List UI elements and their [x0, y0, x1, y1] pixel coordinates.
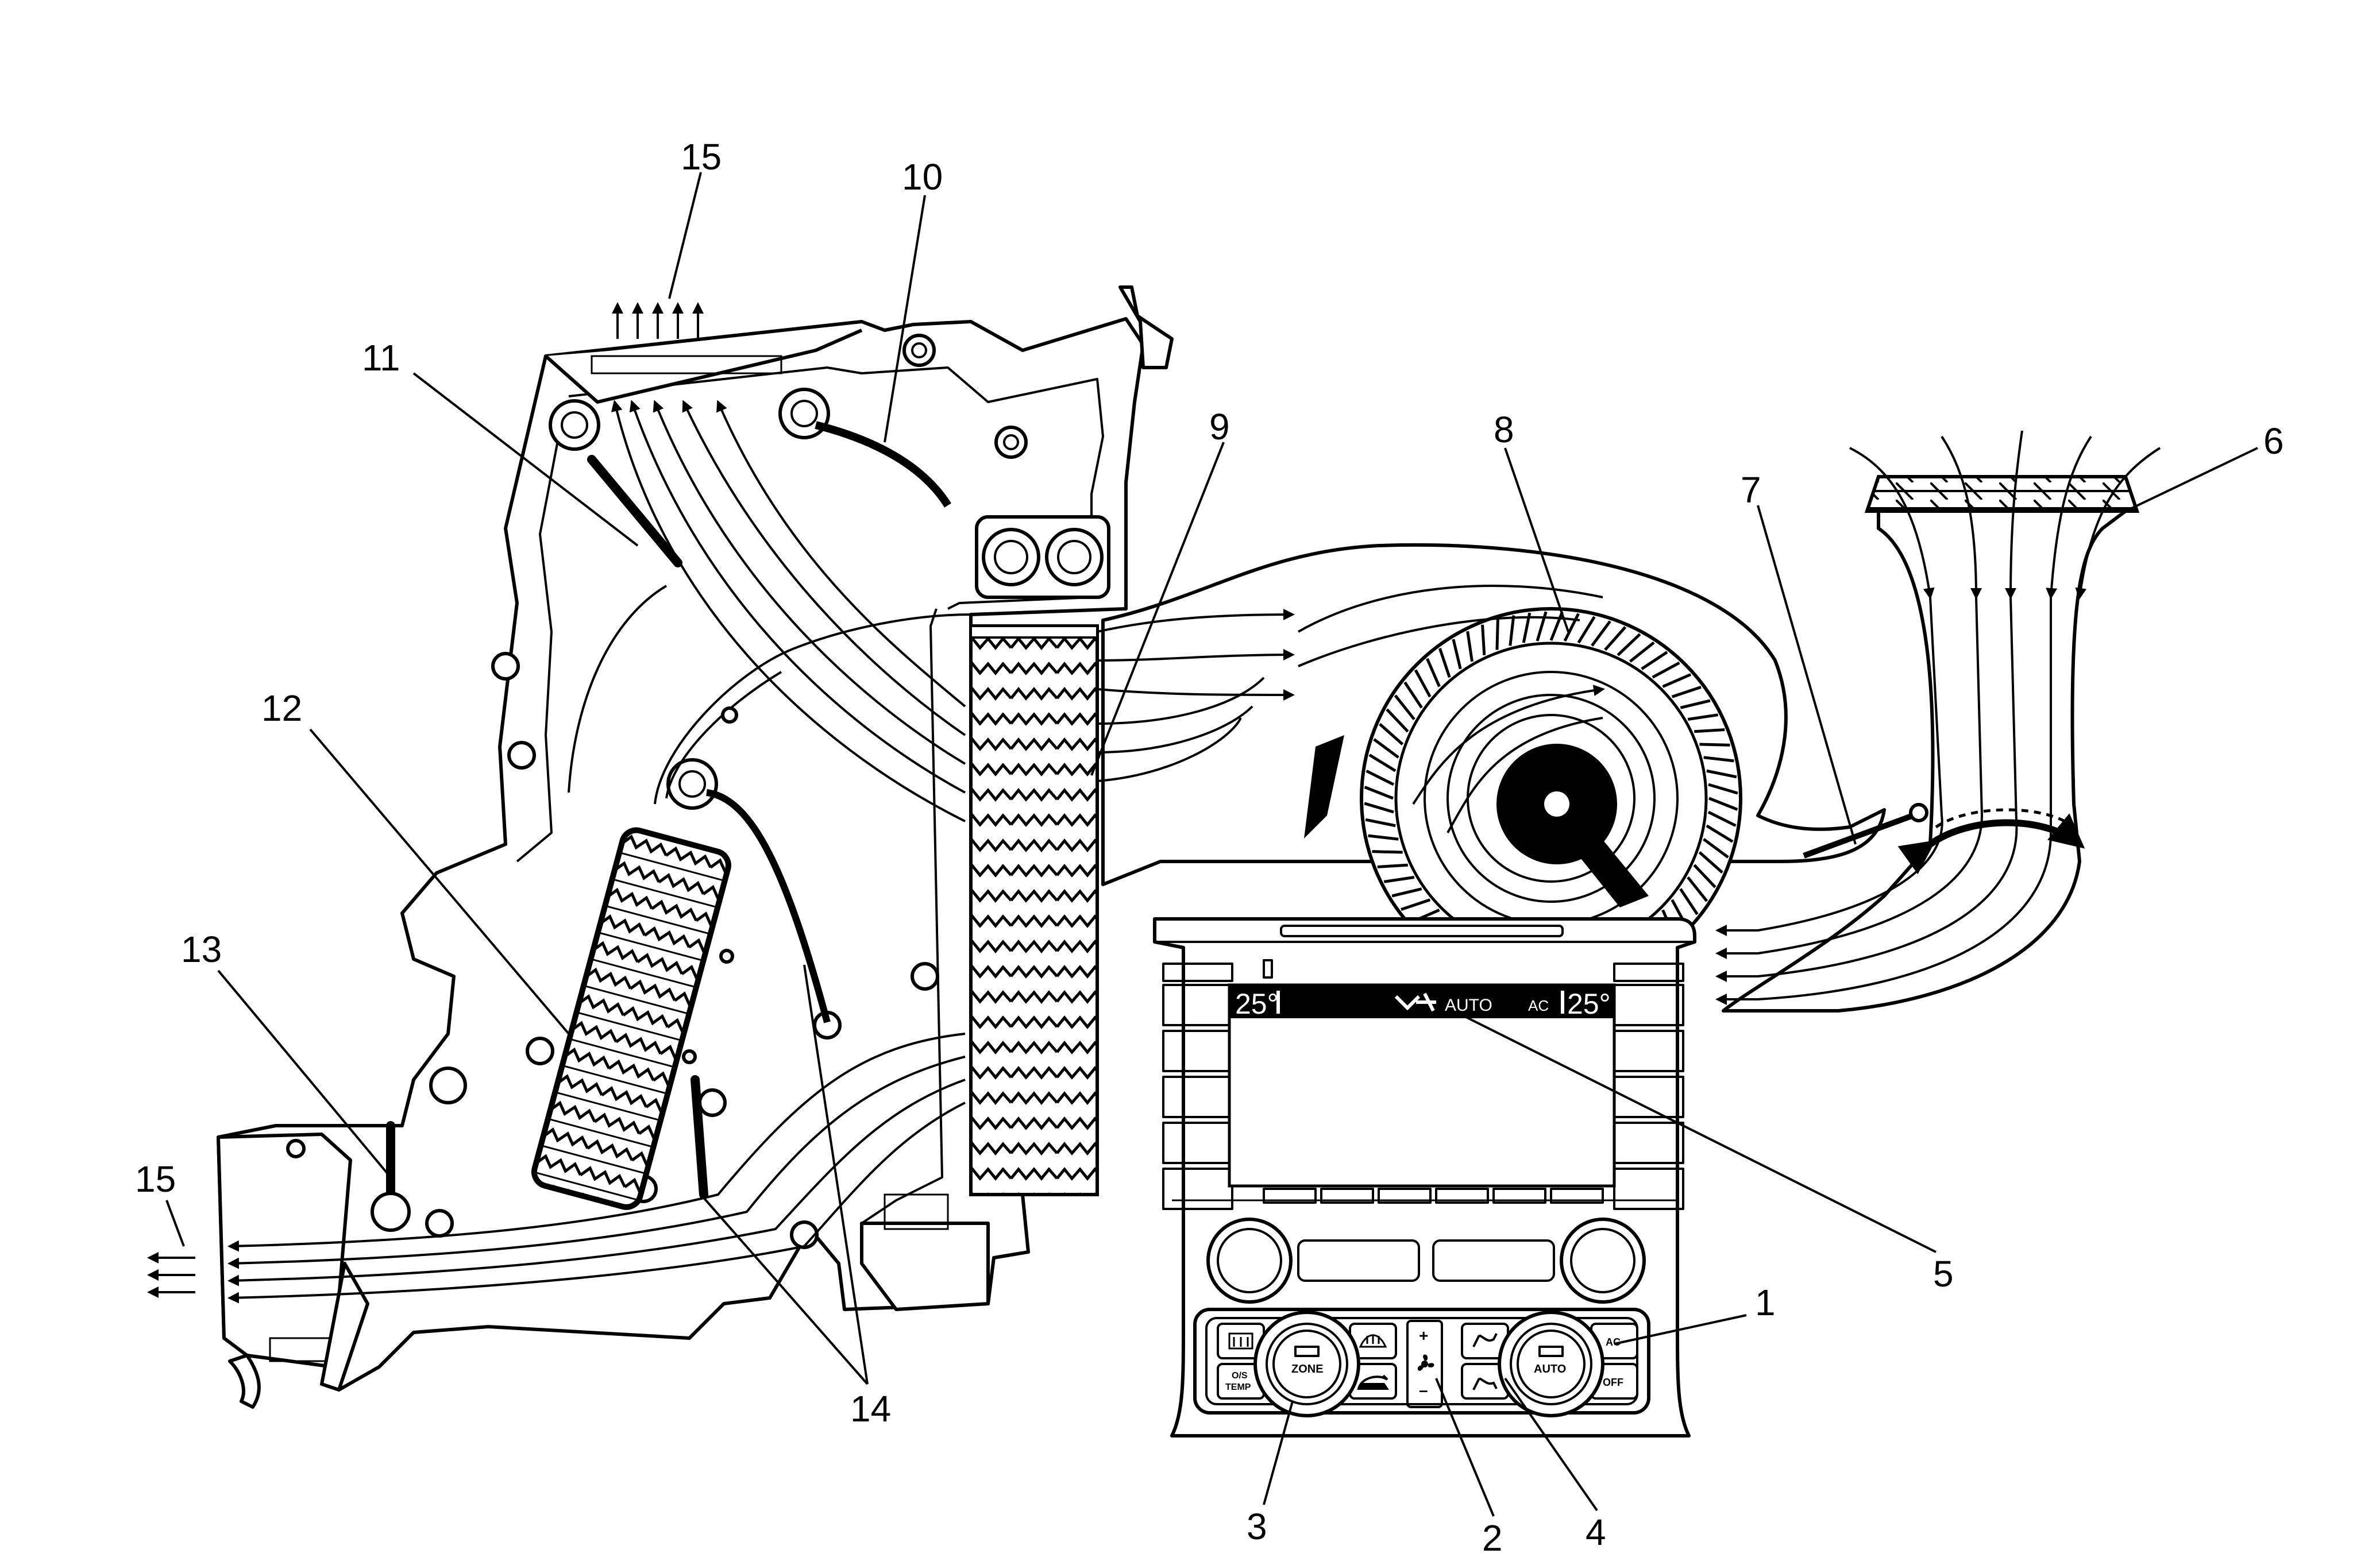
callout-11: 11 [362, 337, 400, 378]
blower-blade [1403, 681, 1423, 709]
blower-blade [1679, 888, 1699, 915]
blower-blade [1708, 797, 1738, 811]
blower-blade [1438, 648, 1451, 678]
os-temp-label-2: TEMP [1225, 1382, 1251, 1392]
fan-speed-rocker[interactable] [1406, 1320, 1443, 1408]
blower-blade [1549, 611, 1564, 641]
blower-blade [1414, 669, 1432, 698]
callout-4: 4 [1586, 1512, 1606, 1553]
ac-label: AC [1606, 1336, 1621, 1348]
recirculation-icon [1357, 1374, 1389, 1390]
blower-blade [1466, 631, 1473, 662]
blower-blade [1509, 615, 1515, 646]
callout-10: 10 [902, 156, 943, 198]
blower-blade [1364, 802, 1394, 814]
zone-label: ZONE [1291, 1363, 1324, 1375]
blower-blade [1481, 624, 1486, 655]
callout-leaders [165, 172, 2258, 1517]
blower-blade [1604, 626, 1627, 651]
blower-blade [1426, 658, 1441, 687]
module-airflow-lines [147, 302, 966, 1304]
blower-blade [1386, 708, 1409, 733]
blower-blade [1452, 639, 1462, 670]
blower-blade [1706, 824, 1734, 843]
blower-blade [1591, 620, 1611, 647]
mode-floor-icon [1472, 1377, 1498, 1390]
blower-blade [1563, 613, 1580, 642]
mode-vent-icon [1472, 1333, 1498, 1347]
hvac-control-panel [1193, 1308, 1650, 1417]
blower-blade [1680, 699, 1711, 709]
front-defrost-icon [1359, 1334, 1387, 1348]
blower-blade [1495, 619, 1499, 650]
blower-blade [1617, 633, 1641, 656]
blower-blade [1391, 887, 1422, 898]
callout-5: 5 [1933, 1253, 1954, 1294]
blower-blade [1364, 786, 1394, 800]
callout-15-left: 15 [135, 1158, 176, 1200]
auto-label: AUTO [1534, 1363, 1566, 1375]
blower-blade [1379, 722, 1404, 745]
callout-3: 3 [1247, 1506, 1267, 1547]
blower-blade [1706, 769, 1737, 779]
blower-blade [1703, 838, 1729, 859]
blower-blade [1368, 753, 1397, 772]
callout-15-top: 15 [681, 136, 722, 177]
zone-knob[interactable] [1253, 1311, 1360, 1417]
callout-1: 1 [1755, 1282, 1776, 1323]
blower-blade [1699, 743, 1730, 747]
blower-blade [1394, 694, 1415, 721]
blower-blade [1641, 651, 1668, 670]
blower-blade [1577, 616, 1596, 644]
blower-blade [1707, 810, 1737, 827]
blower-blade [1368, 834, 1399, 841]
blower-blade [1401, 898, 1431, 911]
blower-blade [1365, 818, 1396, 828]
blower-blade [1671, 686, 1702, 698]
display-left-temp: 25° [1235, 988, 1279, 1020]
blower-blade [1698, 851, 1723, 874]
blower-blade [1662, 673, 1692, 688]
blower-assembly [1097, 543, 1886, 990]
callout-2: 2 [1482, 1517, 1503, 1559]
blower-blade [1687, 713, 1719, 721]
display-airflow-icon [1394, 992, 1436, 1012]
blower-blade [1703, 756, 1734, 763]
blower-blade [1365, 770, 1395, 786]
callout-6: 6 [2263, 420, 2284, 462]
os-temp-label-1: O/S [1232, 1371, 1248, 1381]
blower-blade [1694, 728, 1725, 733]
evaporator-core [969, 624, 1099, 1196]
fan-minus-label: – [1419, 1381, 1428, 1399]
blower-blade [1693, 864, 1716, 888]
callout-7: 7 [1741, 469, 1761, 511]
callout-8: 8 [1494, 409, 1514, 450]
callout-9: 9 [1209, 406, 1230, 447]
auto-knob[interactable] [1498, 1311, 1604, 1417]
off-label: OFF [1603, 1377, 1623, 1388]
radio-faceplate [1153, 917, 1696, 1438]
blower-blade [1708, 783, 1738, 795]
air-inlet [1715, 430, 2161, 1013]
callout-14: 14 [850, 1388, 891, 1429]
heater-core [531, 827, 731, 1210]
blower-blade [1629, 641, 1655, 663]
display-mode: AUTO [1445, 996, 1492, 1015]
blower-blade [1373, 738, 1399, 759]
rear-defrost-icon [1228, 1332, 1253, 1350]
callout-12: 12 [261, 687, 302, 729]
display-ac: AC [1528, 997, 1549, 1014]
blower-blade [1377, 863, 1408, 868]
callout-13: 13 [181, 929, 222, 970]
blower-blade [1687, 876, 1708, 902]
display-right-temp: 25° [1567, 988, 1611, 1020]
fan-plus-label: + [1419, 1327, 1428, 1344]
fan-icon [1417, 1354, 1434, 1371]
blower-blade [1383, 876, 1415, 883]
blower-blade [1652, 661, 1680, 679]
